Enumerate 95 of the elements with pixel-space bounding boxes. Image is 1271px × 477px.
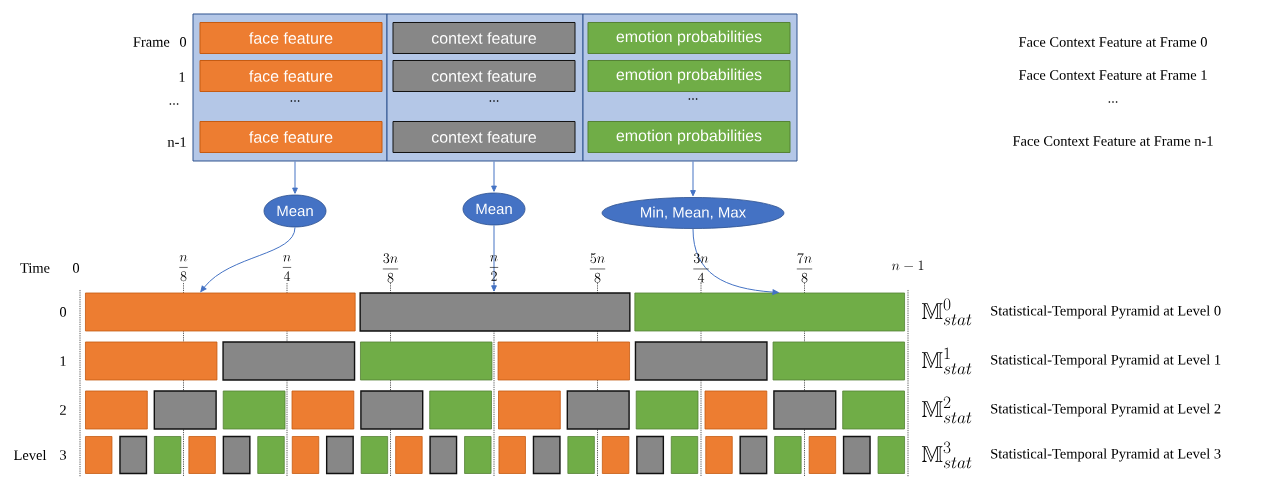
pyramid-bar [222,341,356,381]
feature-box: context feature [392,22,576,54]
row-label: Frame [133,37,170,47]
feature-box: emotion probabilities [587,60,791,92]
pyramid-bar [257,436,285,474]
pyramid-bar [85,436,113,474]
arrow [690,161,696,197]
ellipsis: ... [1108,101,1118,103]
row-caption: Face Context Feature at Frame 0 [1018,37,1207,47]
pyramid-bar [634,292,905,332]
pyramid-bar [188,436,216,474]
tick-label: $\frac{5n}{8}$ [589,253,606,283]
level-caption: Statistical-Temporal Pyramid at Level 0 [991,305,1221,319]
level-label: 3 [60,450,67,460]
ellipsis: ... [688,98,698,100]
feature-box: face feature [199,60,383,92]
pyramid-bar [704,390,768,430]
row-label: n-1 [167,137,186,147]
level-label: 0 [59,307,67,317]
pyramid-bar [670,436,699,474]
tick-label: 0 [72,263,80,273]
pyramid-bar [635,390,699,430]
tick-label: $\frac{n}{4}$ [282,255,292,281]
tick-label: $\frac{3n}{4}$ [693,253,709,283]
level-symbol: $\mathbb{M}^{2}_{stat}$ [921,396,972,424]
pyramid-bar [85,292,356,332]
level-caption: Statistical-Temporal Pyramid at Level 1 [991,354,1221,368]
pyramid-bar [566,390,630,430]
feature-box: face feature [199,22,383,54]
pyramid-bar [325,435,354,475]
tick-label: $n-1$ [891,260,924,271]
pyramid-bar [634,341,768,381]
pyramid-bar [739,435,768,475]
axis-label: Level [14,449,47,461]
pyramid-bar [636,435,665,475]
pyramid-bar [429,435,458,475]
tick-label: $\frac{3n}{8}$ [382,253,399,283]
ellipsis: ... [290,100,300,102]
pyramid-bar [842,435,871,475]
tick-label: $\frac{n}{2}$ [489,255,499,281]
pyramid-bar [497,341,630,381]
pyramid-bar [773,390,837,430]
pyramid-bar [85,341,218,381]
pyramid-bar [498,390,561,430]
pyramid-bar [360,436,389,474]
feature-box: face feature [199,121,383,153]
pyramid-bar [360,341,493,381]
pyramid-bar [395,436,423,474]
pyramid-bar [429,390,492,430]
axis-label: Time [20,263,50,273]
pyramid-bar [877,436,905,474]
pyramid-bar [85,390,148,430]
level-caption: Statistical-Temporal Pyramid at Level 3 [991,448,1221,462]
row-label: 0 [179,37,187,47]
pyramid-bar [359,292,631,332]
arrow [491,224,497,292]
pyramid-bar [705,436,733,474]
pyramid-bar [291,390,355,430]
pyramid-bar [532,435,561,475]
level-label: 1 [60,356,66,366]
pyramid-bar [772,341,905,381]
tick-label: $\frac{n}{8}$ [179,255,188,282]
level-label: 2 [60,405,66,415]
pyramid-bar [498,436,526,474]
row-caption: Face Context Feature at Frame 1 [1018,70,1207,80]
feature-box: emotion probabilities [587,121,791,153]
pyramid-bar [360,390,424,430]
pyramid-bar [567,436,595,474]
pyramid-bar [842,390,905,430]
ellipsis: ... [489,100,499,102]
arrow [200,226,296,293]
pyramid-bar [464,436,492,474]
arrow [292,161,298,194]
level-symbol: $\mathbb{M}^{3}_{stat}$ [921,441,972,469]
row-label: 1 [179,72,185,82]
pyramid-bar [153,390,217,430]
feature-box: context feature [392,121,576,153]
arrow [491,161,497,192]
pyramid-bar [222,435,251,475]
pyramid-bar [808,436,837,474]
pyramid-bar [222,390,286,430]
pyramid-bar [119,435,148,475]
row-caption: Face Context Feature at Frame n-1 [1012,136,1213,146]
level-caption: Statistical-Temporal Pyramid at Level 2 [991,403,1221,417]
feature-box: emotion probabilities [587,22,791,54]
ellipsis: ... [169,103,179,105]
level-symbol: $\mathbb{M}^{0}_{stat}$ [921,298,972,326]
arrow [692,228,779,295]
tick-label: $\frac{7n}{8}$ [796,253,813,283]
pyramid-bar [291,436,320,474]
level-symbol: $\mathbb{M}^{1}_{stat}$ [921,347,972,375]
pyramid-bar [774,436,802,474]
feature-box: context feature [392,60,576,92]
pyramid-bar [601,436,630,474]
pyramid-bar [153,436,182,474]
